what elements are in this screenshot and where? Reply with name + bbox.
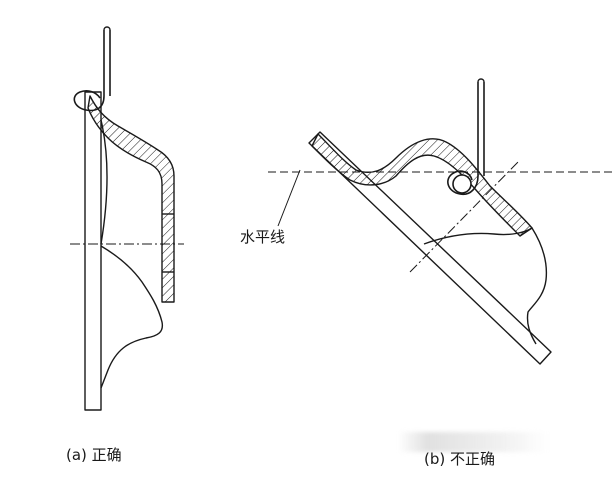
horizontal-line-label: 水平线 — [240, 228, 286, 246]
caption-a: (a) 正确 — [66, 446, 122, 464]
part-plate-a — [84, 91, 102, 411]
centerline-b — [409, 159, 521, 273]
part-plate-b — [308, 131, 552, 365]
bowl-outline-b — [423, 227, 548, 345]
bowl-outline-a — [100, 245, 164, 389]
watermark — [398, 432, 548, 452]
horizontal-line-leader — [277, 169, 301, 227]
figure-a-correct — [70, 26, 184, 411]
hook-wire-a — [73, 30, 111, 112]
figure-b-incorrect — [268, 78, 612, 365]
hatched-section-a — [87, 95, 175, 303]
caption-b: (b) 不正确 — [424, 450, 495, 468]
hatched-section-b — [311, 133, 533, 237]
